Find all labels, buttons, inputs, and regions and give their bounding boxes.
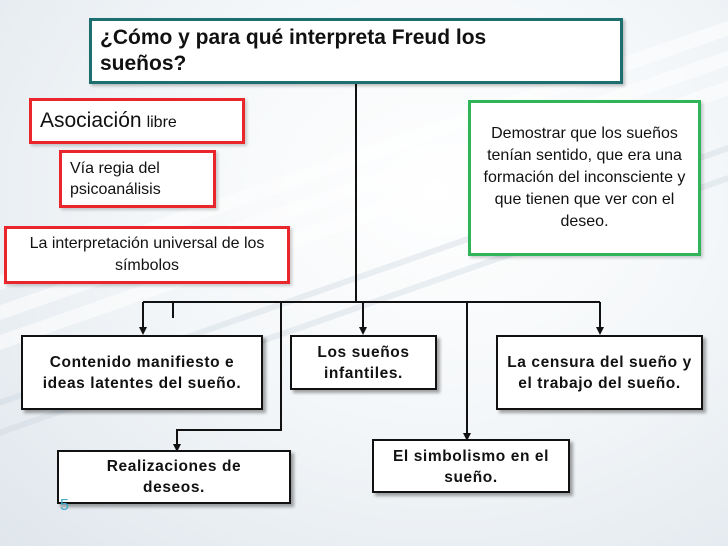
main-question-text: ¿Cómo y para qué interpreta Freud los su… (100, 26, 487, 75)
page-number: 5 (60, 497, 69, 514)
infantiles-text: Los sueños infantiles. (317, 343, 410, 382)
interpretacion-text: La interpretación universal de los símbo… (29, 235, 265, 274)
realizaciones-text: Realizaciones de deseos. (106, 458, 242, 496)
line-to-realizaciones (173, 302, 282, 452)
node-simbolismo: El simbolismo en el sueño. (372, 439, 570, 493)
simbolismo-text: El simbolismo en el sueño. (392, 448, 550, 486)
asociacion-main-text: Asociación (40, 109, 142, 132)
contenido-text: Contenido manifiesto e ideas latentes de… (42, 353, 242, 392)
note-interpretacion-simbolos: La interpretación universal de los símbo… (4, 226, 290, 284)
asociacion-small-text: libre (146, 113, 177, 131)
note-via-regia: Vía regia del psicoanálisis (59, 150, 216, 208)
node-suenos-infantiles: Los sueños infantiles. (290, 335, 437, 390)
node-realizaciones-deseos: Realizaciones de deseos. (57, 450, 291, 504)
note-demostrar-sentido: Demostrar que los sueños tenían sentido,… (468, 100, 701, 256)
demostrar-text: Demostrar que los sueños tenían sentido,… (483, 125, 686, 230)
censura-text: La censura del sueño y el trabajo del su… (507, 353, 692, 392)
node-censura-trabajo: La censura del sueño y el trabajo del su… (496, 335, 703, 410)
via-regia-text: Vía regia del psicoanálisis (70, 160, 161, 198)
note-asociacion-libre: Asociación libre (29, 98, 245, 144)
main-question-title: ¿Cómo y para qué interpreta Freud los su… (89, 18, 623, 84)
node-contenido-manifiesto: Contenido manifiesto e ideas latentes de… (21, 335, 263, 410)
